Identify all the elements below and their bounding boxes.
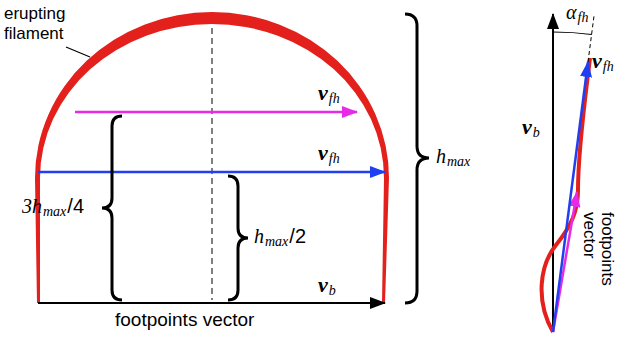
vfh-arrow bbox=[75, 111, 357, 114]
vector-symbol: v bbox=[318, 274, 328, 296]
label: erupting filament bbox=[4, 4, 94, 44]
subscript: fh bbox=[603, 60, 614, 74]
vfh-arrow bbox=[553, 62, 588, 332]
subscript: b bbox=[329, 284, 336, 298]
label: footpoints vector bbox=[115, 310, 254, 329]
vector-symbol: v bbox=[522, 116, 532, 138]
angle-arc bbox=[553, 32, 592, 35]
filament-arch bbox=[35, 12, 389, 303]
label: footpoints vector bbox=[580, 212, 616, 307]
filament-projection bbox=[542, 58, 590, 332]
vfh-arrow bbox=[38, 171, 385, 174]
subscript: fh bbox=[578, 11, 589, 25]
vector-symbol: v bbox=[318, 82, 328, 104]
label: h bbox=[254, 226, 264, 246]
subscript: max bbox=[265, 235, 288, 249]
subscript: fh bbox=[329, 92, 340, 106]
vector-symbol: v bbox=[592, 50, 602, 72]
brace bbox=[405, 14, 429, 303]
vector-symbol: v bbox=[318, 142, 328, 164]
brace bbox=[228, 176, 248, 300]
label: h bbox=[436, 146, 446, 166]
vb-arrow bbox=[552, 14, 554, 332]
subscript: max bbox=[43, 205, 66, 219]
label: /2 bbox=[289, 226, 306, 246]
subscript: max bbox=[447, 155, 470, 169]
label: α bbox=[566, 2, 577, 22]
vb-arrow bbox=[38, 302, 385, 304]
leader-line bbox=[66, 47, 90, 57]
subscript: fh bbox=[329, 152, 340, 166]
label: /4 bbox=[67, 196, 84, 216]
axis-line bbox=[212, 18, 213, 300]
brace bbox=[102, 116, 122, 300]
subscript: b bbox=[533, 126, 540, 140]
label: 3h bbox=[22, 196, 42, 216]
